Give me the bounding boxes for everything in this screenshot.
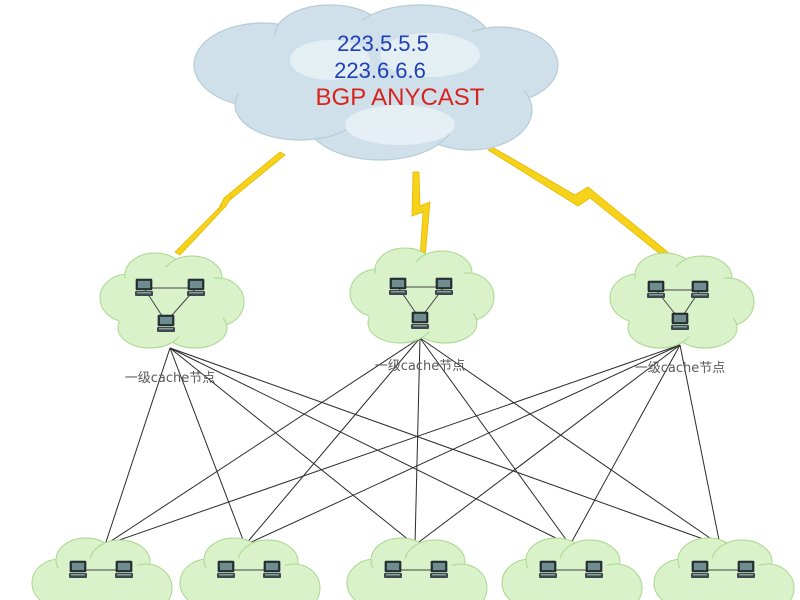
computer-terminal-icon — [262, 560, 282, 579]
lightning-bolt-icon — [487, 147, 681, 267]
cache-node-cloud-icon — [179, 537, 321, 600]
computer-terminal-icon — [216, 560, 236, 579]
computer-terminal-icon — [410, 311, 430, 330]
anycast-ip-2: 223.6.6.6 — [334, 58, 426, 83]
mesh-links — [104, 337, 721, 546]
computer-terminal-icon — [134, 278, 154, 297]
cache-node-cloud-icon — [501, 537, 643, 600]
cache-node-cloud-icon — [31, 537, 173, 600]
bgp-anycast-label: BGP ANYCAST — [316, 84, 485, 111]
cache-node-cloud-icon — [346, 537, 488, 600]
tier2-node-1 — [31, 537, 173, 600]
computer-terminal-icon — [434, 277, 454, 296]
computer-terminal-icon — [538, 560, 558, 579]
computer-terminal-icon — [646, 280, 666, 299]
tier2-node-5 — [653, 537, 795, 600]
computer-terminal-icon — [690, 280, 710, 299]
cache-node-cloud-icon — [99, 252, 245, 349]
tier1-label-1: 一级cache节点 — [125, 371, 216, 386]
top-cloud: 223.5.5.5 223.6.6.6 BGP ANYCAST — [193, 4, 559, 161]
computer-terminal-icon — [429, 560, 449, 579]
cache-node-cloud-icon — [609, 252, 755, 349]
computer-terminal-icon — [690, 560, 710, 579]
tier1-label-2: 一级cache节点 — [375, 359, 466, 374]
lightning-bolt-icons — [174, 147, 681, 267]
tier1-node-1 — [99, 252, 245, 349]
tier1-node-3 — [609, 252, 755, 349]
computer-terminal-icon — [388, 277, 408, 296]
computer-terminal-icon — [584, 560, 604, 579]
lightning-bolt-icon — [174, 151, 286, 256]
computer-terminal-icon — [156, 314, 176, 333]
lightning-bolt-icon — [411, 171, 431, 259]
tier1-node-2 — [349, 247, 495, 344]
computer-terminal-icon — [383, 560, 403, 579]
computer-terminal-icon — [186, 278, 206, 297]
cache-node-cloud-icon — [653, 537, 795, 600]
tier2-node-2 — [179, 537, 321, 600]
tier2-node-4 — [501, 537, 643, 600]
computer-terminal-icon — [68, 560, 88, 579]
tier1-label-3: 一级cache节点 — [635, 361, 726, 376]
anycast-ip-1: 223.5.5.5 — [337, 31, 429, 56]
computer-terminal-icon — [736, 560, 756, 579]
tier2-node-3 — [346, 537, 488, 600]
computer-terminal-icon — [114, 560, 134, 579]
computer-terminal-icon — [670, 312, 690, 331]
